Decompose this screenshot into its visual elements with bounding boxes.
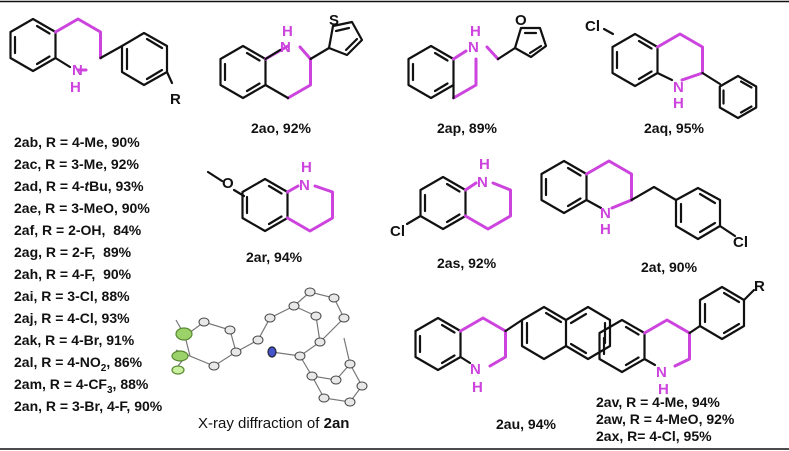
entry-2al: 2al, R = 4-NO2, 86% [14, 354, 143, 374]
atom-N: N [600, 205, 611, 222]
label-2ao: 2ao, 92% [251, 120, 311, 136]
structure-2at: N H Cl 2at, 90% [540, 159, 748, 275]
label-2as: 2as, 92% [437, 255, 497, 271]
entry-2af: 2af, R = 2-OH, 84% [14, 222, 142, 238]
structure-3-aryl: N H R [598, 278, 765, 398]
structure-2ar: O N H 2ar, 94% [206, 159, 334, 265]
atom-N: N [470, 361, 481, 378]
xray-caption: X-ray diffraction of 2an [198, 415, 349, 432]
label-2ar: 2ar, 94% [246, 249, 303, 265]
atom-H: H [479, 156, 490, 173]
entry-2ag: 2ag, R = 2-F, 89% [14, 244, 132, 260]
entry-2ai: 2ai, R = 3-Cl, 88% [14, 288, 130, 304]
atom-Cl: Cl [585, 18, 600, 35]
label-2au: 2au, 94% [496, 416, 556, 432]
entry-2ax: 2ax, R= 4-Cl, 95% [596, 428, 712, 444]
structure-2au: N H 2au, 94% [414, 305, 612, 432]
atom-H: H [472, 379, 483, 396]
atom-N: N [468, 39, 479, 56]
label-2aq: 2aq, 95% [644, 120, 704, 136]
atom-H: H [600, 221, 611, 238]
atom-Cl: Cl [733, 234, 748, 251]
entry-2ac: 2ac, R = 3-Me, 92% [14, 156, 139, 172]
entry-2ah: 2ah, R = 4-F, 90% [14, 266, 132, 282]
entry-2aj: 2aj, R = 4-Cl, 93% [14, 310, 130, 326]
atom-N: N [673, 79, 684, 96]
entry-2ak: 2ak, R = 4-Br, 91% [14, 332, 135, 348]
atom-H: H [301, 159, 312, 176]
atom-N: N [656, 364, 667, 381]
atom-Cl: Cl [390, 223, 405, 240]
atom-H: H [282, 23, 293, 40]
entry-2am: 2am, R = 4-CF3, 88% [14, 376, 149, 396]
structure-general-aryl: N H R [9, 17, 181, 108]
atom-N: N [280, 39, 291, 56]
atom-O: O [222, 175, 234, 192]
entry-2ad: 2ad, R = 4-tBu, 93% [14, 178, 144, 194]
atom-H: H [658, 381, 669, 398]
entry-2av: 2av, R = 4-Me, 94% [596, 394, 720, 410]
entry-2an: 2an, R = 3-Br, 4-F, 90% [14, 398, 163, 414]
atom-N: N [299, 177, 310, 194]
entry-2ae: 2ae, R = 3-MeO, 90% [14, 200, 150, 216]
right-r-list: 2av, R = 4-Me, 94% 2aw, R = 4-MeO, 92% 2… [596, 394, 735, 444]
label-2at: 2at, 90% [641, 259, 698, 275]
label-2ap: 2ap, 89% [437, 120, 497, 136]
structure-2ao: N H S 2ao, 92% [219, 12, 364, 136]
atom-N: N [477, 174, 488, 191]
atom-O: O [515, 12, 527, 29]
atom-S: S [329, 12, 339, 29]
atom-R: R [170, 91, 181, 108]
atom-N: N [72, 62, 83, 79]
r-group-list: 2ab, R = 4-Me, 90% 2ac, R = 3-Me, 92% 2a… [14, 134, 163, 414]
atom-H: H [70, 79, 81, 96]
entry-2aw: 2aw, R = 4-MeO, 92% [596, 411, 735, 427]
entry-2ab: 2ab, R = 4-Me, 90% [14, 134, 140, 150]
structure-2ap: N H O 2ap, 89% [407, 12, 548, 136]
atom-R: R [754, 278, 765, 295]
structure-2aq: Cl N H 2aq, 95% [585, 18, 758, 136]
atom-H: H [470, 23, 481, 40]
xray-crystal-structure [171, 287, 368, 407]
atom-H: H [673, 95, 684, 112]
structure-2as: N H Cl 2as, 92% [390, 156, 512, 271]
